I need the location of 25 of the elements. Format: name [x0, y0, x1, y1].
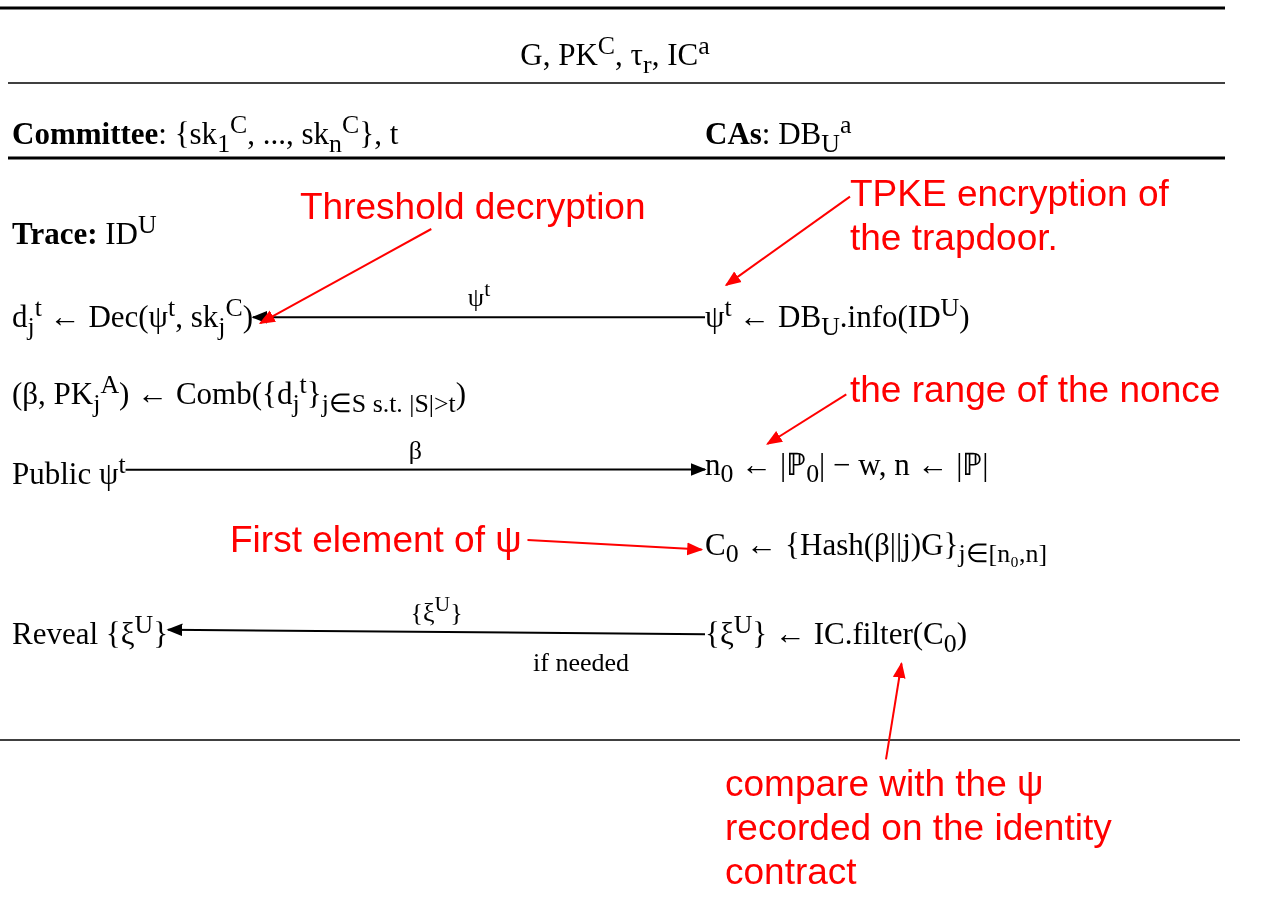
formula-text: C$_{0}$ ← {Hash(β||j)G}$_{j∈[n₀,n]}$ [705, 525, 1048, 575]
annotation-text: the range of the nonce [850, 368, 1221, 412]
formula-text: n$_{0}$ ← |ℙ$_{0}$| − w, n ← |ℙ| [705, 445, 989, 495]
leader-arrow [258, 228, 433, 325]
leader-arrow [724, 195, 851, 287]
leader-arrow [766, 393, 848, 445]
formula-text: Public ψ$^{t}$ [12, 445, 126, 495]
annotation-text: First element of ψ [230, 518, 522, 562]
formula-text: Committee: {sk$_{1}$$^{C}$, ..., sk$_{n}$$^{C}$}, t [12, 105, 399, 164]
annotation-text: compare with the ψ recorded on the identity contract [725, 762, 1185, 894]
annotation-text: TPKE encryption of the trapdoor. [850, 172, 1230, 260]
condition-text: if needed [533, 648, 629, 678]
formula-text: (β, PK$_{j}$$^{A}$) ← Comb({d$_{j}$$^{t}$}$_{j∈S s.t. |S|>t}$) [12, 365, 467, 424]
message-arrow [124, 463, 707, 476]
annotation-text: Threshold decryption [300, 185, 646, 229]
formula-text: {ξ$^{U}$} ← IC.filter(C$_{0}$) [705, 605, 967, 664]
formula-text: G, PK$^{C}$, τ$_{r}$, IC$^{a}$ [520, 26, 710, 85]
leader-arrow [885, 661, 906, 761]
formula-text: Reveal {ξ$^{U}$} [12, 605, 169, 655]
leader-arrow [526, 539, 704, 556]
formula-text: d$_{j}$$^{t}$ ← Dec(ψ$^{t}$, sk$_{j}$$^{C}$) [12, 288, 254, 347]
message-arrow [166, 623, 706, 637]
formula-text: ψ$^{t}$ ← DB$_{U}$.info(ID$^{U}$) [705, 288, 970, 347]
message-arrow [251, 310, 706, 324]
formula-text: Trace: ID$^{U}$ [12, 205, 157, 255]
